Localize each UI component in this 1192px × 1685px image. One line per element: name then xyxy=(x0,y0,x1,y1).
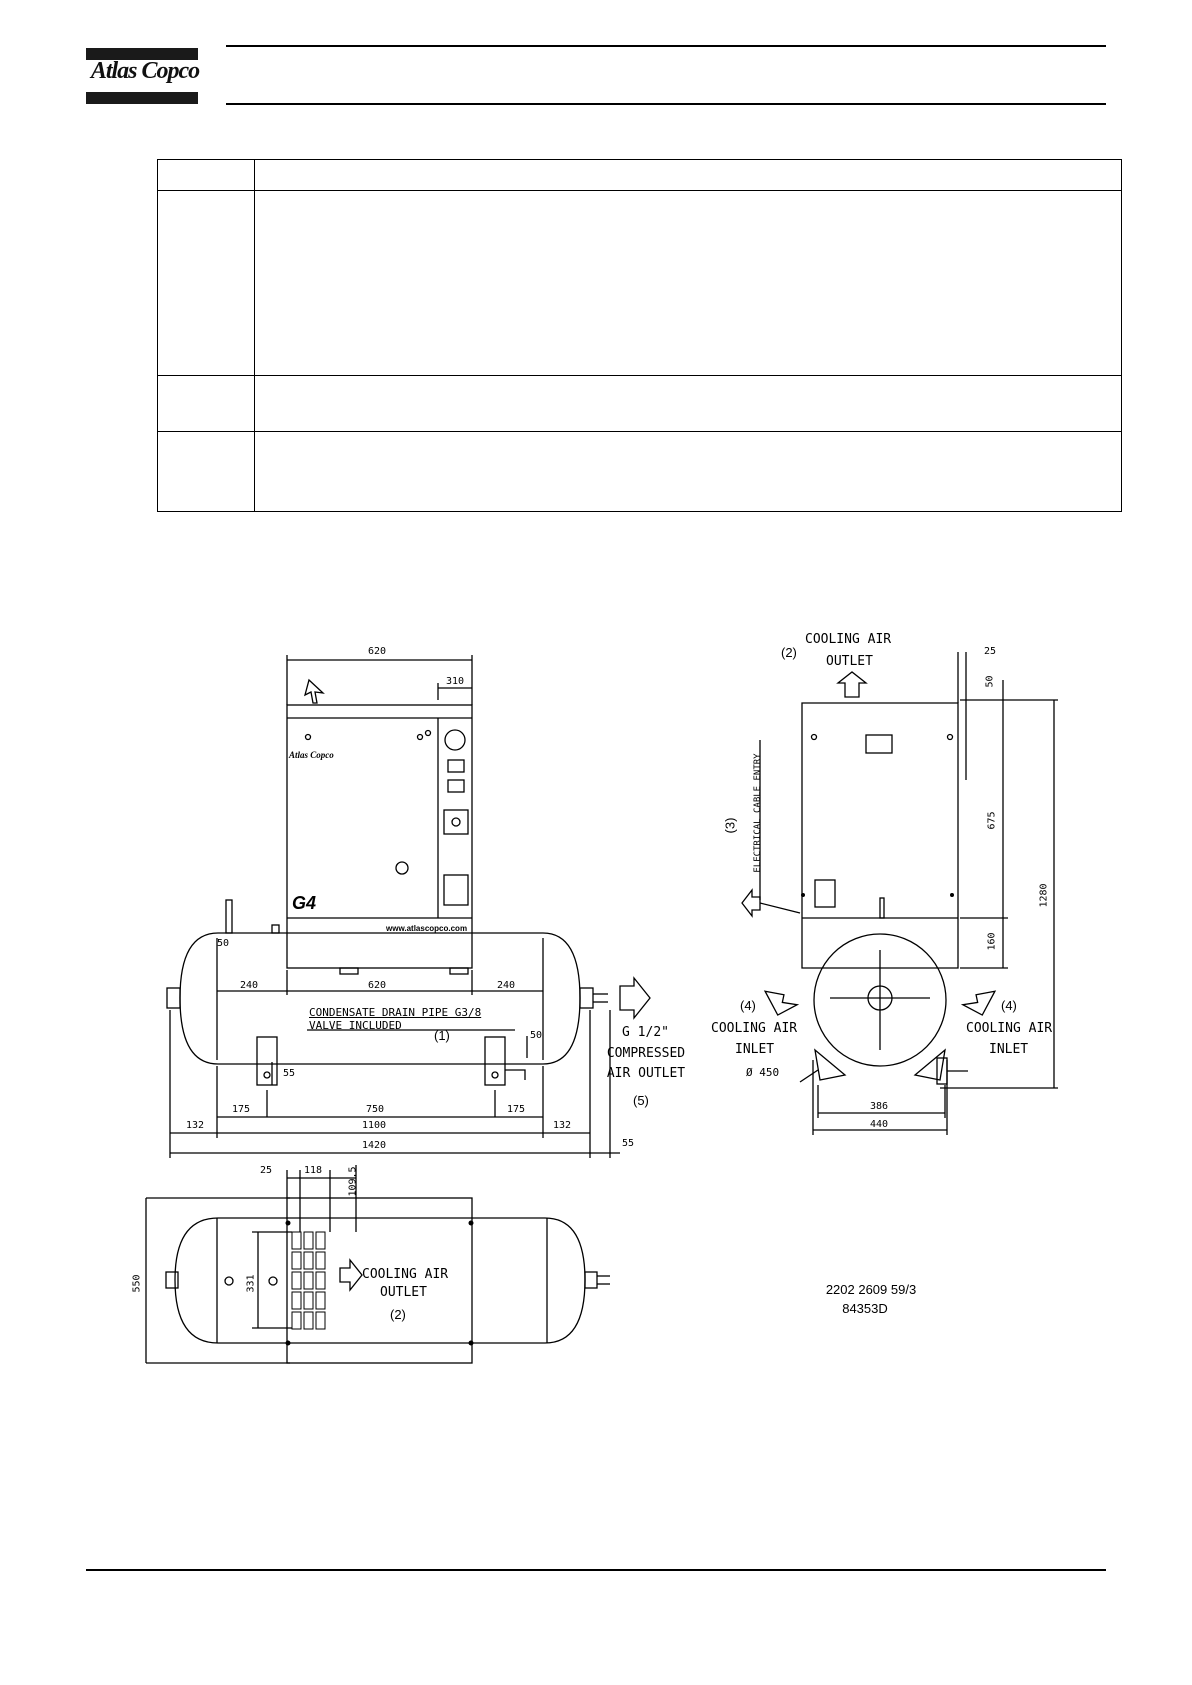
inlet-left-label-1: COOLING AIR xyxy=(711,1021,798,1036)
front-brand-label: Atlas Copco xyxy=(289,750,334,760)
side-outlet-label-1: COOLING AIR xyxy=(805,632,892,647)
dim-side-1280: 1280 xyxy=(1038,883,1050,908)
dim-side-386: 386 xyxy=(870,1101,889,1112)
table-row xyxy=(157,159,1122,191)
dim-132-right: 132 xyxy=(553,1120,572,1131)
dim-620: 620 xyxy=(368,980,387,991)
dim-1100: 1100 xyxy=(362,1120,387,1131)
header-rule-bottom xyxy=(226,103,1106,105)
dim-175-left: 175 xyxy=(232,1104,251,1115)
inlet-right-ref: (4) xyxy=(1001,998,1017,1013)
reference-number: 2202 2609 59/3 xyxy=(825,1282,917,1297)
outlet-ref: (5) xyxy=(633,1093,649,1108)
inlet-right-label-2: INLET xyxy=(989,1042,1029,1057)
dim-50: 50 xyxy=(217,938,230,949)
dim-top-118: 118 xyxy=(304,1165,323,1176)
drain-pipe-label: CONDENSATE DRAIN PIPE G3/8 xyxy=(309,1006,482,1019)
spec-table xyxy=(157,159,1122,512)
side-outlet-ref: (2) xyxy=(781,645,797,660)
dim-240-left: 240 xyxy=(240,980,259,991)
dim-side-440: 440 xyxy=(870,1119,889,1130)
dim-side-diameter: Ø 450 xyxy=(746,1066,780,1079)
dim-side-50: 50 xyxy=(984,675,996,688)
cable-entry-label: ELECTRICAL CABLE ENTRY xyxy=(753,753,763,873)
table-cell xyxy=(254,159,1122,191)
dim-1420: 1420 xyxy=(362,1140,387,1151)
outlet-compressed-label: COMPRESSED xyxy=(606,1046,686,1061)
drawing-number: 84353D xyxy=(842,1301,888,1316)
dim-55-outlet: 55 xyxy=(622,1138,635,1149)
footer-rule xyxy=(86,1569,1106,1571)
top-outlet-ref: (2) xyxy=(390,1307,406,1322)
top-outlet-label-2: OUTLET xyxy=(380,1285,427,1300)
dim-240-right: 240 xyxy=(497,980,516,991)
table-cell xyxy=(157,159,255,191)
table-cell xyxy=(254,375,1122,432)
table-row xyxy=(157,375,1122,432)
top-outlet-label-1: COOLING AIR xyxy=(362,1267,449,1282)
table-cell xyxy=(254,431,1122,512)
outlet-air-label: AIR OUTLET xyxy=(606,1066,686,1081)
website-label: www.atlascopco.com xyxy=(386,924,468,933)
table-cell xyxy=(157,375,255,432)
dim-top-25: 25 xyxy=(260,1165,273,1176)
side-outlet-label-2: OUTLET xyxy=(826,654,873,669)
logo-bar-top xyxy=(86,48,198,60)
dim-panel: 310 xyxy=(446,676,465,687)
table-cell xyxy=(254,190,1122,376)
dim-side-675: 675 xyxy=(986,811,998,830)
inlet-right-label-1: COOLING AIR xyxy=(966,1021,1053,1036)
inlet-left-ref: (4) xyxy=(740,998,756,1013)
header-rule-top xyxy=(226,45,1106,47)
dim-side-25: 25 xyxy=(984,646,997,657)
table-row xyxy=(157,431,1122,512)
dim-top-width: 620 xyxy=(368,646,387,657)
dim-132-left: 132 xyxy=(186,1120,205,1131)
dim-top-331: 331 xyxy=(245,1274,257,1293)
dim-175-right: 175 xyxy=(507,1104,526,1115)
outlet-size-label: G 1/2" xyxy=(622,1025,669,1040)
table-row xyxy=(157,190,1122,376)
atlas-copco-logo: Atlas Copco xyxy=(90,58,200,84)
dim-top-109: 109.5 xyxy=(347,1166,359,1197)
cable-ref: (3) xyxy=(722,817,738,834)
logo-bar-bottom xyxy=(86,92,198,104)
drain-valve-label: VALVE INCLUDED xyxy=(309,1019,402,1032)
model-label: G4 xyxy=(292,893,317,913)
dim-top-550: 550 xyxy=(131,1274,143,1293)
dim-50-drain: 50 xyxy=(530,1030,543,1041)
drain-ref: (1) xyxy=(434,1028,450,1043)
dim-side-160: 160 xyxy=(986,932,998,951)
dim-55: 55 xyxy=(283,1068,296,1079)
inlet-left-label-2: INLET xyxy=(735,1042,775,1057)
dim-750: 750 xyxy=(366,1104,385,1115)
